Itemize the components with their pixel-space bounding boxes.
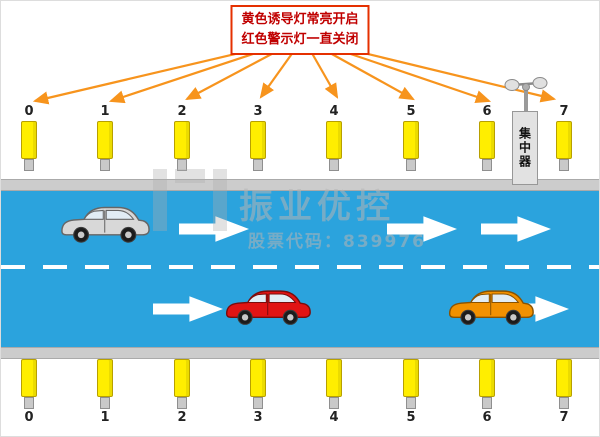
lamp-mount: [406, 397, 416, 409]
lamp-bottom-4: 4: [314, 359, 354, 427]
lamp-bottom-2: 2: [162, 359, 202, 427]
lamp-mount: [329, 397, 339, 409]
lamp-number: 6: [482, 104, 492, 119]
lamp-top-2: 2: [162, 103, 202, 171]
lamp-bottom-1: 1: [85, 359, 125, 427]
lane-divider-dashed-line: [1, 265, 599, 269]
guidance-lamp-icon: [403, 121, 419, 159]
lamp-number: 7: [559, 104, 569, 119]
anemometer-icon: [504, 77, 548, 111]
lamp-top-5: 5: [391, 103, 431, 171]
guidance-lamp-icon: [250, 121, 266, 159]
lamp-bottom-3: 3: [238, 359, 278, 427]
lamp-top-1: 1: [85, 103, 125, 171]
road-curb-bottom: [1, 347, 599, 359]
lamp-number: 2: [177, 104, 187, 119]
lamp-number: 3: [253, 410, 263, 425]
lamp-top-6: 6: [467, 103, 507, 171]
lamp-top-3: 3: [238, 103, 278, 171]
road-curb-top: [1, 179, 599, 191]
guidance-lamp-icon: [174, 121, 190, 159]
lamp-mount: [253, 397, 263, 409]
guidance-lamp-icon: [556, 121, 572, 159]
concentrator: 集中器: [512, 111, 538, 185]
legend-line-yellow: 黄色诱导灯常亮开启: [241, 12, 359, 27]
lamp-bottom-0: 0: [9, 359, 49, 427]
lamp-number: 2: [177, 410, 187, 425]
lamp-mount: [177, 159, 187, 171]
lamp-number: 1: [100, 104, 110, 119]
lamp-mount: [24, 397, 34, 409]
orange-car: [444, 283, 536, 329]
legend-title-box: 黄色诱导灯常亮开启 红色警示灯一直关闭: [230, 5, 370, 56]
lamp-mount: [100, 159, 110, 171]
lamp-mount: [24, 159, 34, 171]
road-surface: [1, 191, 599, 347]
guidance-lamp-icon: [326, 121, 342, 159]
guidance-lamp-icon: [174, 359, 190, 397]
guidance-lamp-icon: [479, 121, 495, 159]
guidance-lamp-icon: [21, 359, 37, 397]
guidance-lamp-icon: [97, 121, 113, 159]
guidance-lamp-icon: [479, 359, 495, 397]
lamp-top-0: 0: [9, 103, 49, 171]
lamp-number: 3: [253, 104, 263, 119]
lamp-number: 0: [24, 410, 34, 425]
road: [1, 179, 599, 359]
lamp-bottom-6: 6: [467, 359, 507, 427]
lamp-top-4: 4: [314, 103, 354, 171]
lamp-mount: [329, 159, 339, 171]
lamp-number: 5: [406, 410, 416, 425]
lamp-number: 7: [559, 410, 569, 425]
lamp-top-7: 7: [544, 103, 584, 171]
legend-line-red: 红色警示灯一直关闭: [241, 32, 359, 48]
guidance-lamp-icon: [403, 359, 419, 397]
lamp-bottom-7: 7: [544, 359, 584, 427]
silver-car: [56, 199, 152, 247]
lamp-mount: [177, 397, 187, 409]
lamp-mount: [100, 397, 110, 409]
lamp-number: 1: [100, 410, 110, 425]
guidance-lamp-icon: [97, 359, 113, 397]
lamp-number: 4: [329, 410, 339, 425]
lamp-mount: [406, 159, 416, 171]
lamp-mount: [559, 159, 569, 171]
lamp-number: 0: [24, 104, 34, 119]
lamp-mount: [253, 159, 263, 171]
guidance-lamp-icon: [556, 359, 572, 397]
lamp-number: 5: [406, 104, 416, 119]
guidance-lamp-icon: [21, 121, 37, 159]
guidance-lamp-icon: [250, 359, 266, 397]
red-car: [221, 283, 313, 329]
lamp-mount: [559, 397, 569, 409]
lamp-number: 4: [329, 104, 339, 119]
lamp-number: 6: [482, 410, 492, 425]
lamp-mount: [482, 397, 492, 409]
lamp-mount: [482, 159, 492, 171]
guide-arrows: [32, 46, 557, 105]
guidance-lamp-icon: [326, 359, 342, 397]
lamp-bottom-5: 5: [391, 359, 431, 427]
